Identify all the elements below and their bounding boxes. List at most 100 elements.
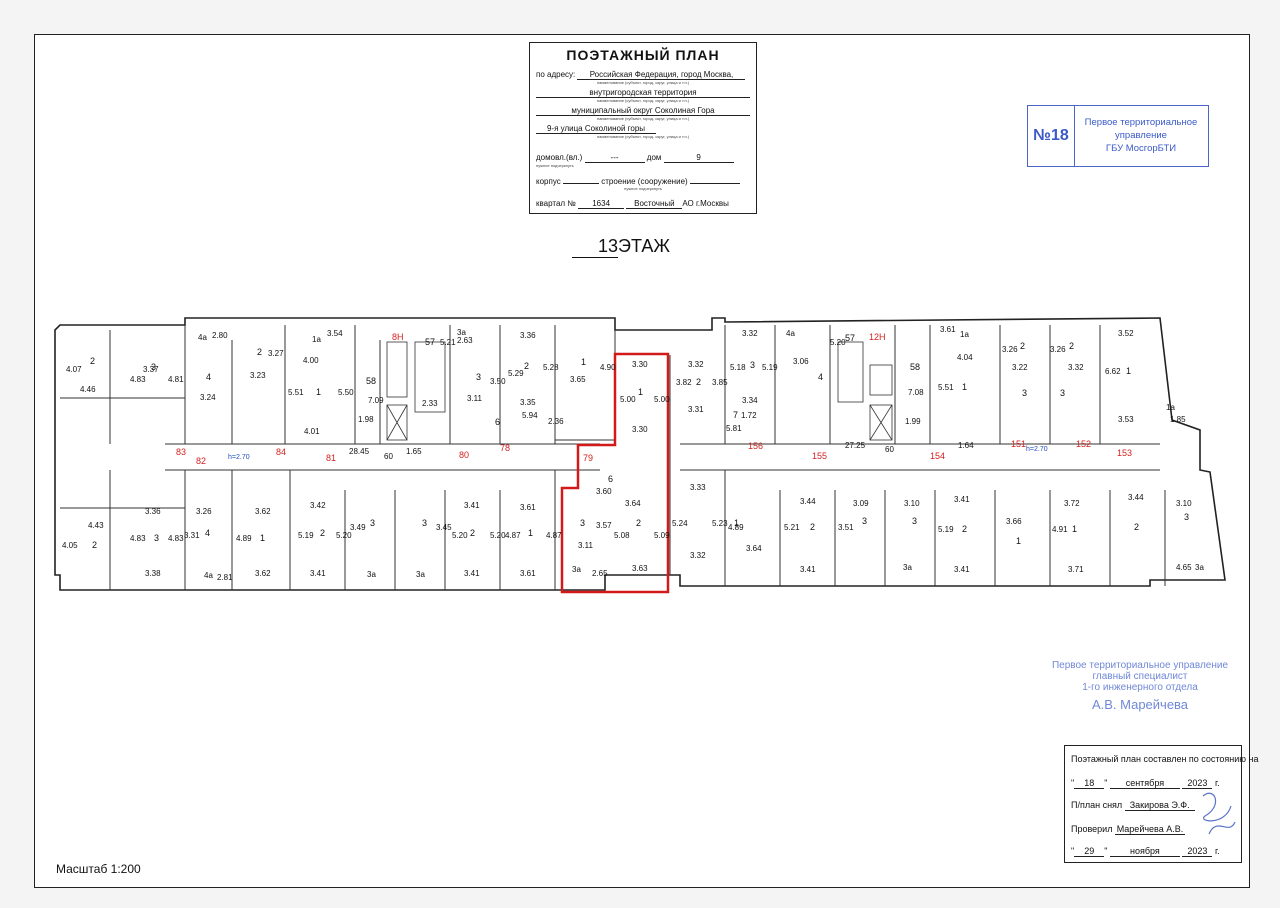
svg-text:84: 84 xyxy=(276,447,286,457)
svg-text:2.65: 2.65 xyxy=(592,569,608,578)
date-line-1: "18" сентября 2023 г. xyxy=(1071,778,1220,789)
svg-text:80: 80 xyxy=(459,450,469,460)
svg-text:3.57: 3.57 xyxy=(596,521,612,530)
svg-text:5.94: 5.94 xyxy=(522,411,538,420)
svg-text:3.61: 3.61 xyxy=(520,503,536,512)
svg-text:1.65: 1.65 xyxy=(406,447,422,456)
svg-text:3.11: 3.11 xyxy=(467,394,483,403)
svg-text:6.62: 6.62 xyxy=(1105,367,1121,376)
svg-text:5.00: 5.00 xyxy=(620,395,636,404)
svg-text:h=2.70: h=2.70 xyxy=(228,454,250,461)
svg-text:3.31: 3.31 xyxy=(688,405,704,414)
svg-text:3.22: 3.22 xyxy=(1012,363,1028,372)
svg-text:60: 60 xyxy=(885,445,894,454)
svg-text:5.19: 5.19 xyxy=(762,363,778,372)
kvartal-value: 1634 xyxy=(578,199,625,209)
svg-text:3.41: 3.41 xyxy=(954,565,970,574)
svg-text:78: 78 xyxy=(500,443,510,453)
svg-text:2: 2 xyxy=(257,347,262,357)
month-2: ноября xyxy=(1109,846,1180,857)
domovl-value: --- xyxy=(584,153,645,163)
stamp-text-2: управление xyxy=(1115,130,1167,141)
proveril-label: Проверил xyxy=(1071,824,1113,834)
svg-text:3.24: 3.24 xyxy=(200,393,216,402)
svg-text:3.52: 3.52 xyxy=(1118,329,1134,338)
snyal-value: Закирова Э.Ф. xyxy=(1124,800,1195,811)
svg-text:5.28: 5.28 xyxy=(543,363,559,372)
svg-text:3.44: 3.44 xyxy=(1128,493,1144,502)
svg-text:7.09: 7.09 xyxy=(368,396,384,405)
address-label: по адресу: xyxy=(536,70,576,79)
svg-text:4.89: 4.89 xyxy=(728,523,744,532)
svg-text:2: 2 xyxy=(1069,341,1074,351)
svg-text:3.41: 3.41 xyxy=(800,565,816,574)
svg-text:151: 151 xyxy=(1011,439,1026,449)
svg-text:156: 156 xyxy=(748,441,763,451)
svg-text:3: 3 xyxy=(1060,388,1065,398)
svg-text:2.81: 2.81 xyxy=(217,573,233,582)
address-value-2: внутригородская территория xyxy=(536,88,750,98)
svg-text:79: 79 xyxy=(583,453,593,463)
svg-text:3.66: 3.66 xyxy=(1006,517,1022,526)
svg-text:3.38: 3.38 xyxy=(145,569,161,578)
svg-text:3: 3 xyxy=(1184,512,1189,522)
address-hint: наименование (субъект, город, округ, ули… xyxy=(596,116,690,121)
specialist-line-3: 1-го инженерного отдела xyxy=(1082,682,1198,693)
svg-text:5.18: 5.18 xyxy=(730,363,746,372)
svg-text:28.45: 28.45 xyxy=(349,447,370,456)
specialist-line-2: главный специалист xyxy=(1092,671,1188,682)
svg-text:3.65: 3.65 xyxy=(570,375,586,384)
year-2: 2023 xyxy=(1182,846,1213,857)
proveril-value: Марейчева А.В. xyxy=(1114,824,1185,835)
stroenie-hint: нужное подчеркнуть xyxy=(624,186,662,191)
svg-text:5.24: 5.24 xyxy=(672,519,688,528)
svg-text:3.42: 3.42 xyxy=(310,501,326,510)
svg-text:3.50: 3.50 xyxy=(490,377,506,386)
svg-text:3.53: 3.53 xyxy=(1118,415,1134,424)
okrug-suffix: АО г.Москвы xyxy=(682,199,729,208)
bti-stamp: №18 Первое территориальное управление ГБ… xyxy=(1027,105,1209,167)
svg-text:4: 4 xyxy=(205,528,210,538)
svg-text:3.61: 3.61 xyxy=(940,325,956,334)
stamp-text-1: Первое территориальное xyxy=(1084,117,1198,128)
svg-text:1: 1 xyxy=(260,533,265,543)
floor-number: 13 xyxy=(572,236,618,258)
svg-text:5.20: 5.20 xyxy=(452,531,468,540)
svg-text:4.81: 4.81 xyxy=(168,375,184,384)
svg-text:3а: 3а xyxy=(1195,563,1204,572)
svg-text:4.87: 4.87 xyxy=(505,531,521,540)
svg-text:3.62: 3.62 xyxy=(255,507,271,516)
svg-text:60: 60 xyxy=(384,452,393,461)
domovl-label: домовл.(вл.) xyxy=(536,153,583,162)
address-value-3: муниципальный округ Соколиная Гора xyxy=(536,106,750,116)
svg-text:5.08: 5.08 xyxy=(614,531,630,540)
snyal-line: П/план снял Закирова Э.Ф. xyxy=(1071,800,1235,811)
svg-text:2.80: 2.80 xyxy=(212,331,228,340)
svg-text:2: 2 xyxy=(90,356,95,366)
svg-text:2: 2 xyxy=(810,522,815,532)
svg-text:1: 1 xyxy=(734,518,739,528)
svg-text:4.04: 4.04 xyxy=(957,353,973,362)
svg-text:1: 1 xyxy=(316,387,321,397)
korpus-line: корпус строение (сооружение) нужное подч… xyxy=(536,177,750,191)
stairwells xyxy=(386,341,893,441)
address-hint: наименование (субъект, город, округ, ули… xyxy=(596,134,690,139)
day-2: 29 xyxy=(1074,846,1105,857)
stamp-text: Первое территориальное управление ГБУ Мо… xyxy=(1076,116,1206,155)
svg-text:3.32: 3.32 xyxy=(1068,363,1084,372)
address-line-1: по адресу: Российская Федерация, город М… xyxy=(536,70,750,85)
svg-text:2: 2 xyxy=(1134,522,1139,532)
svg-text:3: 3 xyxy=(422,518,427,528)
svg-text:3.23: 3.23 xyxy=(250,371,266,380)
stroenie-label: строение (сооружение) xyxy=(601,177,688,186)
svg-text:5.21: 5.21 xyxy=(440,338,456,347)
svg-text:3: 3 xyxy=(154,533,159,543)
title-block: ПОЭТАЖНЫЙ ПЛАН по адресу: Российская Фед… xyxy=(529,42,757,214)
svg-text:1: 1 xyxy=(638,387,643,397)
svg-text:3.11: 3.11 xyxy=(578,541,594,550)
info-heading: Поэтажный план составлен по состоянию на xyxy=(1071,754,1259,764)
svg-text:3.30: 3.30 xyxy=(632,360,648,369)
day-1: 18 xyxy=(1074,778,1105,789)
svg-text:5.20: 5.20 xyxy=(490,531,506,540)
